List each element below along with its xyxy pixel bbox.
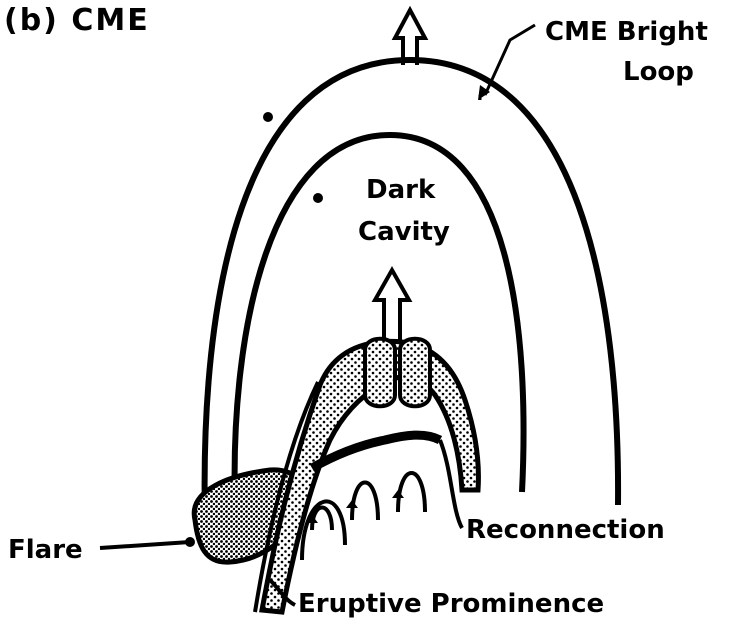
cme-bright-loop — [205, 60, 618, 520]
cavity-knot-marker — [313, 193, 323, 203]
flare-leader-dot — [185, 537, 195, 547]
post-flare-loops — [302, 473, 425, 560]
flare-leader — [100, 542, 190, 548]
label-dark: Dark — [366, 175, 436, 205]
label-eruptive-prominence: Eruptive Prominence — [298, 589, 604, 619]
eruption-arrow-cavity — [375, 270, 409, 340]
label-cme-bright: CME Bright — [545, 17, 708, 47]
eruption-arrow-top — [395, 10, 425, 65]
label-reconnection: Reconnection — [466, 515, 665, 545]
panel-title: (b) CME — [4, 3, 150, 38]
loop-knot-marker — [263, 112, 273, 122]
label-flare: Flare — [8, 535, 83, 565]
label-loop: Loop — [623, 57, 694, 87]
label-cavity: Cavity — [358, 217, 450, 247]
